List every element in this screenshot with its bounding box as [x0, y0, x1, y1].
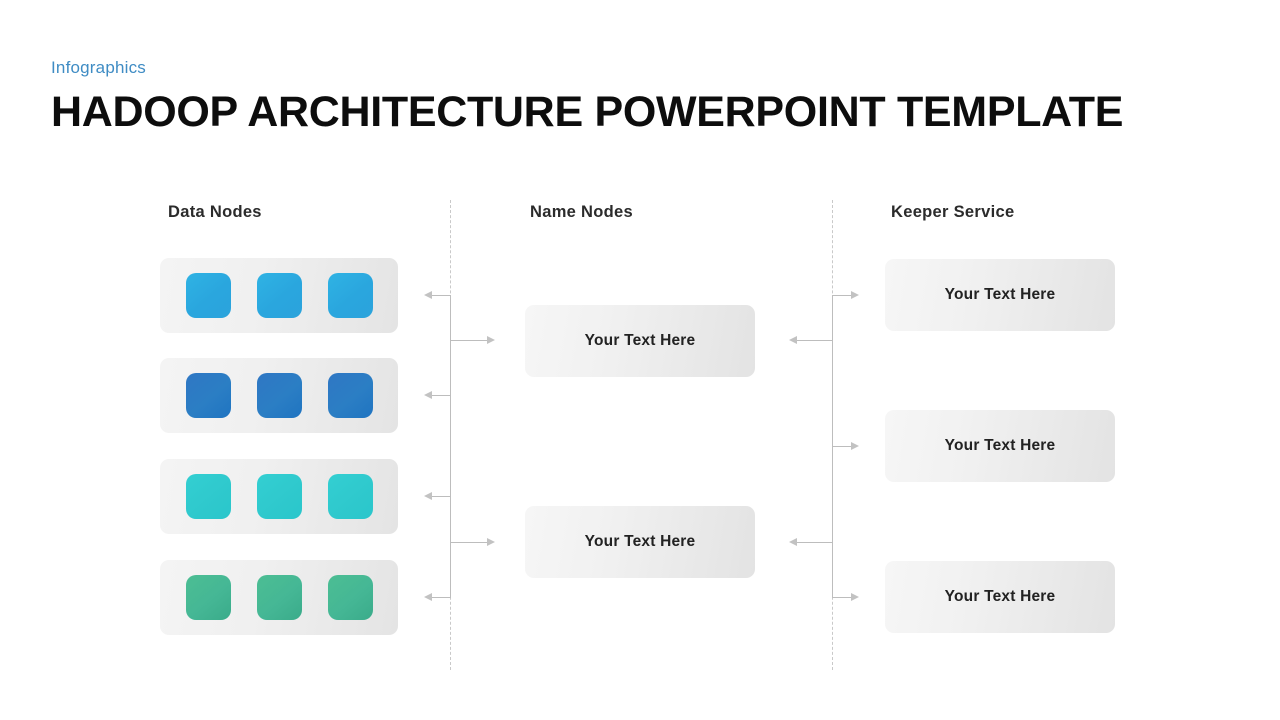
column-heading-data-nodes: Data Nodes — [168, 203, 262, 221]
arrow-right-icon — [487, 538, 495, 546]
data-node-block[interactable] — [327, 373, 373, 418]
data-node-block[interactable] — [185, 373, 231, 418]
data-node-block[interactable] — [185, 474, 231, 519]
arrow-left-icon — [789, 336, 797, 344]
arrow-right-icon — [851, 291, 859, 299]
connector-stem-from-keeper-to-center-1 — [795, 340, 833, 341]
arrow-left-icon — [424, 291, 432, 299]
data-node-row[interactable] — [160, 560, 398, 635]
data-node-block[interactable] — [256, 273, 302, 318]
data-node-row[interactable] — [160, 258, 398, 333]
connector-stem-to-keeper-box-3 — [832, 597, 852, 598]
keeper-service-box[interactable]: Your Text Here — [885, 259, 1115, 331]
data-node-row[interactable] — [160, 358, 398, 433]
name-node-box[interactable]: Your Text Here — [525, 506, 755, 578]
connector-rail-solid-left — [450, 295, 451, 597]
data-node-block[interactable] — [256, 474, 302, 519]
arrow-left-icon — [424, 593, 432, 601]
arrow-left-icon — [424, 492, 432, 500]
connector-stem-to-data-row-1 — [431, 295, 451, 296]
connector-stem-to-data-row-3 — [431, 496, 451, 497]
data-node-block[interactable] — [256, 575, 302, 620]
data-node-block[interactable] — [327, 474, 373, 519]
data-node-row[interactable] — [160, 459, 398, 534]
arrow-right-icon — [851, 442, 859, 450]
data-node-block[interactable] — [327, 273, 373, 318]
page-title: HADOOP ARCHITECTURE POWERPOINT TEMPLATE — [51, 88, 1124, 136]
data-node-block[interactable] — [185, 575, 231, 620]
connector-stem-to-center-box-1 — [450, 340, 488, 341]
connector-stem-to-data-row-2 — [431, 395, 451, 396]
connector-stem-to-center-box-2 — [450, 542, 488, 543]
connector-stem-from-keeper-to-center-2 — [795, 542, 833, 543]
arrow-left-icon — [424, 391, 432, 399]
keeper-service-box[interactable]: Your Text Here — [885, 561, 1115, 633]
data-node-block[interactable] — [327, 575, 373, 620]
connector-stem-to-keeper-box-1 — [832, 295, 852, 296]
arrow-left-icon — [789, 538, 797, 546]
eyebrow-label: Infographics — [51, 58, 147, 77]
data-node-block[interactable] — [185, 273, 231, 318]
arrow-right-icon — [487, 336, 495, 344]
connector-stem-to-data-row-4 — [431, 597, 451, 598]
data-node-block[interactable] — [256, 373, 302, 418]
keeper-service-box[interactable]: Your Text Here — [885, 410, 1115, 482]
column-heading-keeper-service: Keeper Service — [891, 203, 1015, 221]
arrow-right-icon — [851, 593, 859, 601]
column-heading-name-nodes: Name Nodes — [530, 203, 633, 221]
name-node-box[interactable]: Your Text Here — [525, 305, 755, 377]
connector-stem-to-keeper-box-2 — [832, 446, 852, 447]
